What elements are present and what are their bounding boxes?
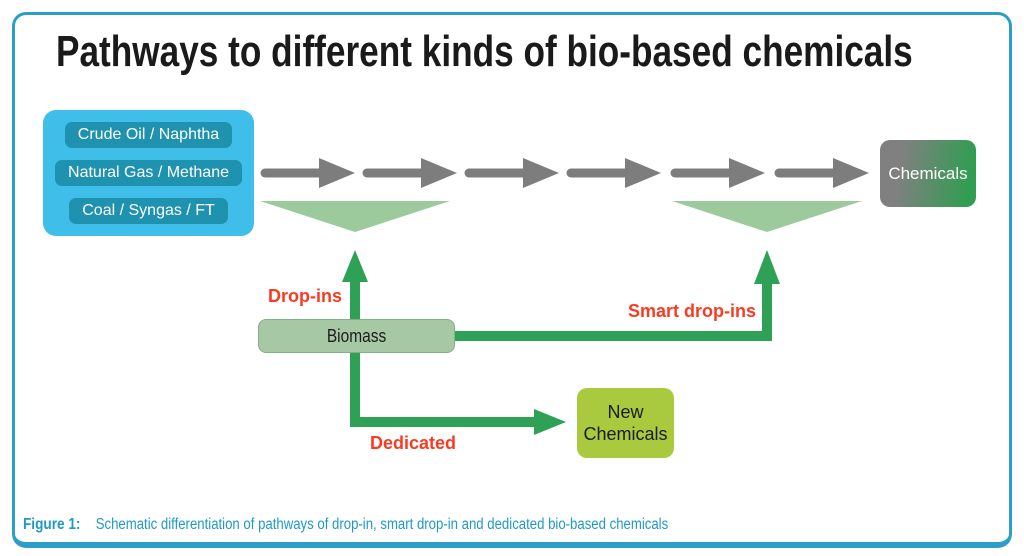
chemicals-label: Chemicals (888, 163, 968, 183)
funnel-right-icon (672, 201, 862, 232)
dedicated-label: Dedicated (370, 433, 457, 453)
fossil-feedstock-panel: Crude Oil / Naphtha Natural Gas / Methan… (43, 110, 254, 236)
biomass-box: Biomass (258, 319, 455, 353)
flow-arrow-icon (464, 158, 559, 188)
flow-arrow-icon (774, 158, 869, 188)
flow-arrow-icon (362, 158, 457, 188)
figure-caption: Figure 1: Schematic differentiation of pa… (23, 517, 668, 533)
new-chemicals-label-line2: Chemicals (583, 424, 668, 444)
biomass-label: Biomass (326, 325, 387, 346)
flow-arrow-icon (566, 158, 661, 188)
drop-ins-label: Drop-ins (268, 286, 342, 306)
smart-drop-ins-arrow-icon (450, 250, 780, 341)
chemicals-box: Chemicals (880, 140, 976, 207)
new-chemicals-box: New Chemicals (577, 388, 674, 458)
flow-arrow-icon (670, 158, 765, 188)
flow-arrow-icon (260, 158, 355, 188)
page-title: Pathways to different kinds of bio-based… (56, 27, 913, 76)
feedstock-pill-crude-oil: Crude Oil / Naphtha (64, 122, 233, 148)
feedstock-pill-natural-gas: Natural Gas / Methane (55, 160, 242, 186)
smart-drop-ins-label: Smart drop-ins (628, 301, 757, 321)
figure-caption-prefix: Figure 1: (23, 516, 81, 533)
figure-caption-text: Schematic differentiation of pathways of… (95, 516, 669, 533)
new-chemicals-label-line1: New (607, 401, 644, 422)
funnel-left-icon (260, 201, 450, 232)
figure-border (12, 12, 1012, 548)
feedstock-pill-coal-syngas: Coal / Syngas / FT (69, 198, 228, 224)
